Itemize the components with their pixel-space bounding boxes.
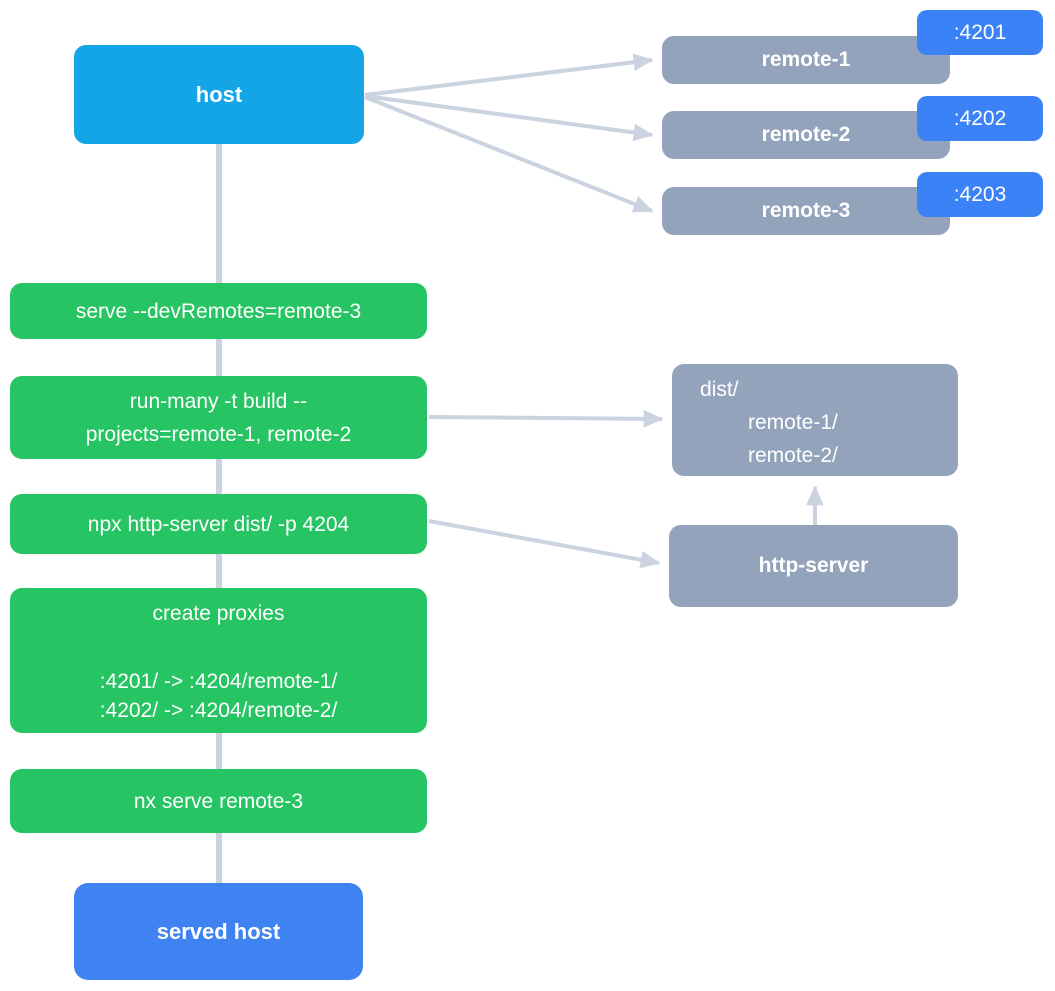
port-badge-4202-label: :4202 xyxy=(953,106,1007,130)
step-run-many-build: run-many -t build -- projects=remote-1, … xyxy=(10,376,427,459)
remote-2-label: remote-2 xyxy=(761,123,851,146)
step-serve-dev-remotes: serve --devRemotes=remote-3 xyxy=(10,283,427,339)
http-server-label: http-server xyxy=(758,554,869,577)
http-server-node: http-server xyxy=(669,525,958,607)
remote-1-node: remote-1 xyxy=(662,36,950,84)
dist-folder-remote-1: remote-1/ xyxy=(748,411,838,434)
remote-1-label: remote-1 xyxy=(761,48,851,71)
port-badge-4201-label: :4201 xyxy=(953,20,1007,44)
served-host-node: served host xyxy=(74,883,363,980)
remote-2-node: remote-2 xyxy=(662,111,950,159)
port-badge-4203: :4203 xyxy=(917,172,1043,217)
arrow-host-to-remote-1 xyxy=(364,53,654,97)
step-npx-http-server-text: npx http-server dist/ -p 4204 xyxy=(87,512,350,536)
host-label: host xyxy=(195,81,243,107)
port-badge-4202: :4202 xyxy=(917,96,1043,141)
arrow-host-to-remote-2 xyxy=(364,94,654,142)
port-badge-4201: :4201 xyxy=(917,10,1043,55)
served-host-label: served host xyxy=(156,918,281,944)
step-nx-serve-remote-3-text: nx serve remote-3 xyxy=(133,789,304,813)
proxy-mapping-1: :4201/ -> :4204/remote-1/ xyxy=(99,670,338,693)
proxy-mapping-2: :4202/ -> :4204/remote-2/ xyxy=(99,699,338,722)
remote-3-node: remote-3 xyxy=(662,187,950,235)
dist-folder-root: dist/ xyxy=(700,378,739,401)
arrow-run-many-to-dist xyxy=(428,410,664,428)
step-create-proxies: create proxies :4201/ -> :4204/remote-1/… xyxy=(10,588,427,733)
step-run-many-build-line-2: projects=remote-1, remote-2 xyxy=(85,422,352,446)
step-npx-http-server: npx http-server dist/ -p 4204 xyxy=(10,494,427,554)
remote-3-label: remote-3 xyxy=(761,199,851,222)
dist-folder-remote-2: remote-2/ xyxy=(748,444,838,467)
host-node: host xyxy=(74,45,364,144)
step-serve-dev-remotes-text: serve --devRemotes=remote-3 xyxy=(75,299,362,323)
step-nx-serve-remote-3: nx serve remote-3 xyxy=(10,769,427,833)
arrow-http-server-cmd-to-http-server xyxy=(428,519,661,569)
port-badge-4203-label: :4203 xyxy=(953,182,1007,206)
step-run-many-build-line-1: run-many -t build -- xyxy=(129,389,308,413)
arrow-host-to-remote-3 xyxy=(364,95,654,213)
create-proxies-title: create proxies xyxy=(152,602,285,625)
dist-folder-node: dist/ remote-1/ remote-2/ xyxy=(672,364,958,476)
